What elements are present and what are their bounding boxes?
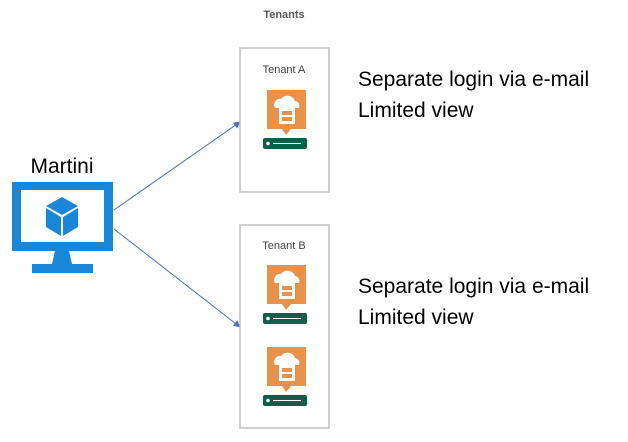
tenant-b-note-line2: Limited view	[358, 306, 474, 329]
cloud-server-icon	[263, 265, 307, 324]
monitor-cube-icon	[12, 182, 113, 273]
tenant-a-note-line1: Separate login via e-mail	[358, 68, 589, 91]
tenant-a-note-line2: Limited view	[358, 99, 474, 122]
tenant-a-box: Tenant A	[239, 47, 330, 193]
diagram-heading: Tenants	[263, 9, 304, 21]
tenant-b-box: Tenant B	[239, 224, 330, 429]
arrow-to-tenant-a	[113, 121, 241, 211]
tenant-a-label: Tenant A	[263, 64, 306, 76]
tenant-b-label: Tenant B	[262, 240, 305, 252]
arrow-to-tenant-b	[113, 228, 241, 328]
cloud-server-icon	[263, 90, 307, 149]
cloud-server-icon	[263, 347, 307, 406]
tenant-b-note-line1: Separate login via e-mail	[358, 275, 589, 298]
source-label: Martini	[30, 155, 93, 178]
